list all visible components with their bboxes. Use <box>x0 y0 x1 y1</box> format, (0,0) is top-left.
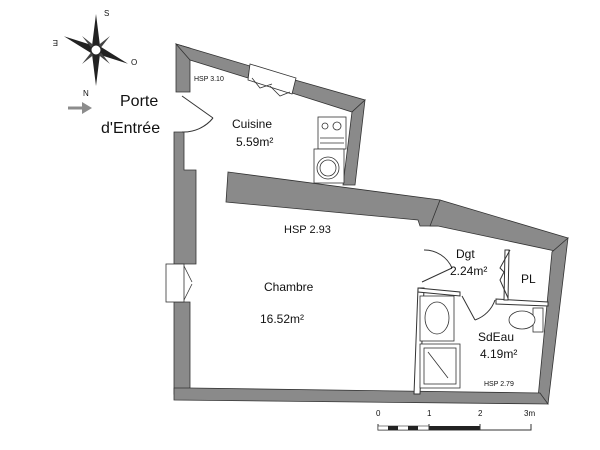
entrance-label-line2: d'Entrée <box>101 120 160 137</box>
room-sdeau-name: SdEau <box>478 330 514 344</box>
scale-tick-3: 3m <box>524 409 535 418</box>
compass-north: N <box>83 89 89 98</box>
scale-tick-1: 1 <box>427 409 432 418</box>
room-cuisine-area: 5.59m² <box>236 135 273 149</box>
wall-left-lower <box>173 301 191 395</box>
pl-folding-door-icon <box>499 249 511 299</box>
window-kitchen-icon <box>247 63 297 97</box>
room-pl-name: PL <box>521 272 536 286</box>
compass-west: O <box>131 58 137 67</box>
wall-right-top <box>429 199 569 253</box>
sink-icon <box>313 148 345 184</box>
sdeau-door-icon <box>461 295 496 321</box>
wall-bottom <box>173 387 549 405</box>
room-chambre-name: Chambre <box>264 280 314 294</box>
hsp-main: HSP 2.93 <box>284 224 331 236</box>
toilet-icon <box>508 307 544 333</box>
room-dgt-name: Dgt <box>456 247 475 261</box>
wall-kitchen-top-b <box>291 79 366 113</box>
room-cuisine-name: Cuisine <box>232 117 272 131</box>
scale-tick-0: 0 <box>376 409 381 418</box>
wall-kitchen-right <box>342 98 366 186</box>
hsp-kitchen: HSP 3.10 <box>194 76 224 83</box>
room-dgt-area: 2.24m² <box>450 264 487 278</box>
scale-tick-2: 2 <box>478 409 483 418</box>
room-chambre-area: 16.52m² <box>260 312 304 326</box>
compass-south: S <box>104 9 109 18</box>
compass-east: E <box>53 38 58 47</box>
compass-rose-icon <box>63 14 129 86</box>
room-sdeau-area: 4.19m² <box>480 347 517 361</box>
walls <box>173 43 569 405</box>
washbasin-icon <box>419 295 455 342</box>
entrance-label-line1: Porte <box>120 93 158 110</box>
wall-left-mid <box>173 131 197 265</box>
hsp-bathroom: HSP 2.79 <box>484 381 514 388</box>
window-bedroom-icon <box>165 263 193 303</box>
dgt-door-icon <box>421 249 453 283</box>
scale-bar <box>377 424 532 431</box>
entrance-arrow-icon <box>68 102 92 114</box>
shower-icon <box>419 343 461 389</box>
stove-icon <box>317 116 347 150</box>
entrance-door-icon <box>181 95 214 133</box>
